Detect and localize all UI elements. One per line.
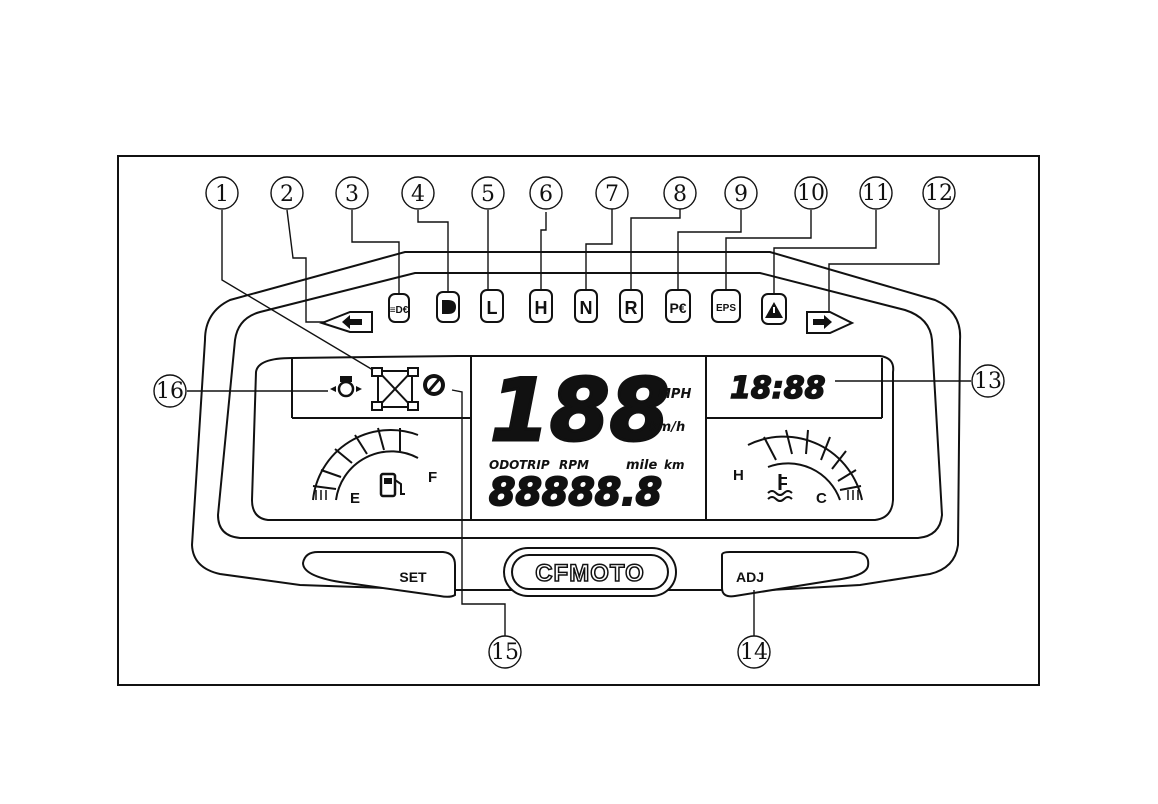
svg-text:12: 12 <box>925 181 953 206</box>
gear-low-indicator: L <box>480 289 504 323</box>
fuel-empty-label: E <box>350 490 360 507</box>
svg-text:3: 3 <box>345 182 359 207</box>
right-arrow-icon <box>813 315 832 329</box>
speed-unit-mph: MPH <box>658 387 691 402</box>
high-beam-icon <box>442 300 456 314</box>
callout-3: 3 <box>335 176 369 210</box>
turn-left-indicator <box>319 311 373 333</box>
speed-digits: 188 <box>490 361 670 461</box>
svg-text:15: 15 <box>491 640 519 665</box>
svg-text:2: 2 <box>280 182 294 207</box>
coolant-temperature-icon <box>767 474 793 502</box>
high-beam-indicator <box>436 291 460 323</box>
temp-hot-label: H <box>733 467 744 484</box>
svg-text:11: 11 <box>862 181 890 206</box>
svg-text:8: 8 <box>673 182 687 207</box>
callout-9: 9 <box>724 176 758 210</box>
gear-high-label: H <box>535 298 548 318</box>
gear-reverse-indicator: R <box>619 289 643 323</box>
callout-5: 5 <box>471 176 505 210</box>
parking-label: P€ <box>669 300 686 316</box>
adj-button[interactable]: ADJ <box>721 551 870 598</box>
svg-text:1: 1 <box>215 182 229 207</box>
gear-neutral-indicator: N <box>574 289 598 323</box>
left-arrow-icon <box>342 315 362 329</box>
svg-text:16: 16 <box>156 379 184 404</box>
callout-10: 10 <box>794 176 828 210</box>
unit-mile-label: mile <box>626 458 657 473</box>
fuel-full-label: F <box>428 469 437 486</box>
odometer-digits: 88888.8 <box>489 470 662 514</box>
unit-km-label: km <box>664 458 684 472</box>
mode-trip-label: TRIP <box>519 458 550 472</box>
fog-light-indicator: ≡D€ <box>388 293 410 323</box>
gear-high-indicator: H <box>529 289 553 323</box>
temperature-gauge: H C <box>733 429 863 507</box>
engine-oil-icon <box>330 376 362 398</box>
parking-indicator: P€ <box>665 289 691 323</box>
callout-2: 2 <box>270 176 304 210</box>
lcd-screen <box>250 355 895 521</box>
svg-text:6: 6 <box>539 182 553 207</box>
warning-indicator <box>761 293 787 325</box>
figure-frame <box>117 155 1040 686</box>
odometer-display: ODO TRIP RPM mile km 88888.8 <box>488 458 684 515</box>
eps-label: EPS <box>716 303 736 314</box>
callout-15: 15 <box>488 635 522 669</box>
brand-text: CFMOTO <box>535 560 645 587</box>
callout-markers: 1 2 3 4 5 6 7 8 9 10 11 12 13 14 15 16 <box>153 176 1005 669</box>
svg-text:13: 13 <box>974 369 1002 394</box>
mode-odo-label: ODO <box>489 458 519 472</box>
callout-16: 16 <box>153 374 187 408</box>
gear-low-label: L <box>487 298 498 318</box>
callout-6: 6 <box>529 176 563 210</box>
callout-1: 1 <box>205 176 239 210</box>
turn-right-indicator <box>806 311 855 334</box>
svg-text:5: 5 <box>481 182 495 207</box>
callout-7: 7 <box>595 176 629 210</box>
svg-text:14: 14 <box>740 640 768 665</box>
temp-cold-label: C <box>816 490 827 507</box>
svg-text:10: 10 <box>797 181 825 206</box>
leader-lines <box>187 208 971 636</box>
speed-display: 188 MPH km/h <box>489 360 692 463</box>
svg-text:4: 4 <box>411 182 425 207</box>
gear-reverse-label: R <box>625 298 638 318</box>
brand-logo: CFMOTO <box>503 547 677 597</box>
callout-4: 4 <box>401 176 435 210</box>
brake-icon <box>423 374 445 396</box>
mode-rpm-label: RPM <box>559 458 589 472</box>
adj-button-label: ADJ <box>736 569 764 585</box>
fuel-pump-icon <box>379 472 405 498</box>
speed-unit-kmh: km/h <box>649 420 685 435</box>
callout-8: 8 <box>663 176 697 210</box>
set-button-label: SET <box>399 569 427 585</box>
callout-13: 13 <box>971 364 1005 398</box>
callout-14: 14 <box>737 635 771 669</box>
clock-digits: 18:88 <box>730 371 826 406</box>
svg-text:7: 7 <box>605 182 619 207</box>
fuel-gauge: E F <box>312 427 437 507</box>
dashboard-inner-bezel <box>216 272 944 539</box>
eps-indicator: EPS <box>711 289 741 323</box>
svg-text:9: 9 <box>734 182 748 207</box>
set-button[interactable]: SET <box>301 551 456 598</box>
fog-light-icon: ≡D€ <box>390 305 409 316</box>
callout-11: 11 <box>859 176 893 210</box>
callout-12: 12 <box>922 176 956 210</box>
four-wheel-drive-icon <box>371 367 419 411</box>
gear-neutral-label: N <box>580 298 593 318</box>
